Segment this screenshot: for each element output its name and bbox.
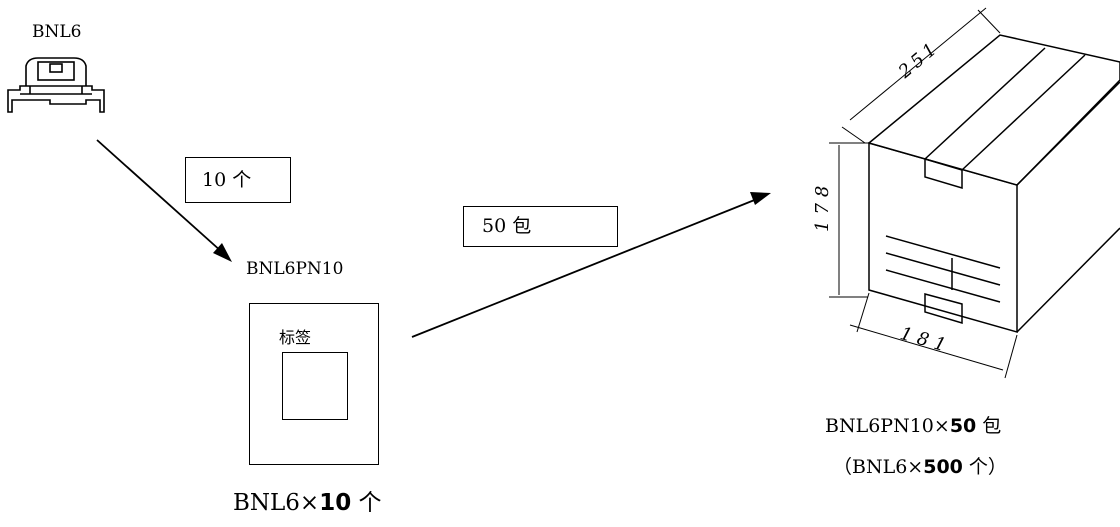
carton-caption-1-qty: 50 bbox=[949, 415, 977, 437]
arrow-to-carton bbox=[411, 192, 771, 338]
pack-caption-qty: 10 bbox=[319, 490, 352, 516]
pack-bag: 标签 bbox=[249, 303, 379, 465]
pack-caption: BNL6×10 个 bbox=[233, 492, 382, 515]
carton-caption-1-suffix: 包 bbox=[976, 415, 1002, 437]
carton-caption-1-prefix: BNL6PN10× bbox=[825, 415, 950, 437]
carton-caption-2-prefix: （BNL6× bbox=[833, 456, 924, 478]
pack-caption-prefix: BNL6× bbox=[233, 490, 320, 516]
quantity-box-10: 10 个 bbox=[185, 157, 291, 203]
carton-caption-1: BNL6PN10×50 包 bbox=[825, 417, 1001, 436]
carton-caption-2: （BNL6×500 个） bbox=[833, 458, 1007, 477]
arrow-to-pack bbox=[96, 139, 232, 262]
pack-name: BNL6PN10 bbox=[246, 259, 344, 279]
carton-box bbox=[829, 7, 1120, 379]
quantity-label-10: 10 个 bbox=[202, 169, 252, 191]
carton-caption-2-qty: 500 bbox=[923, 456, 963, 478]
quantity-box-50: 50 包 bbox=[463, 206, 618, 247]
product-name: BNL6 bbox=[32, 22, 82, 42]
carton-dim-height: 178 bbox=[812, 179, 833, 232]
pack-caption-suffix: 个 bbox=[351, 490, 382, 516]
connector-icon bbox=[7, 57, 105, 113]
carton-caption-2-suffix: 个） bbox=[962, 456, 1007, 478]
quantity-label-50: 50 包 bbox=[482, 215, 532, 237]
pack-label-text: 标签 bbox=[279, 328, 312, 347]
label-area bbox=[282, 352, 348, 420]
